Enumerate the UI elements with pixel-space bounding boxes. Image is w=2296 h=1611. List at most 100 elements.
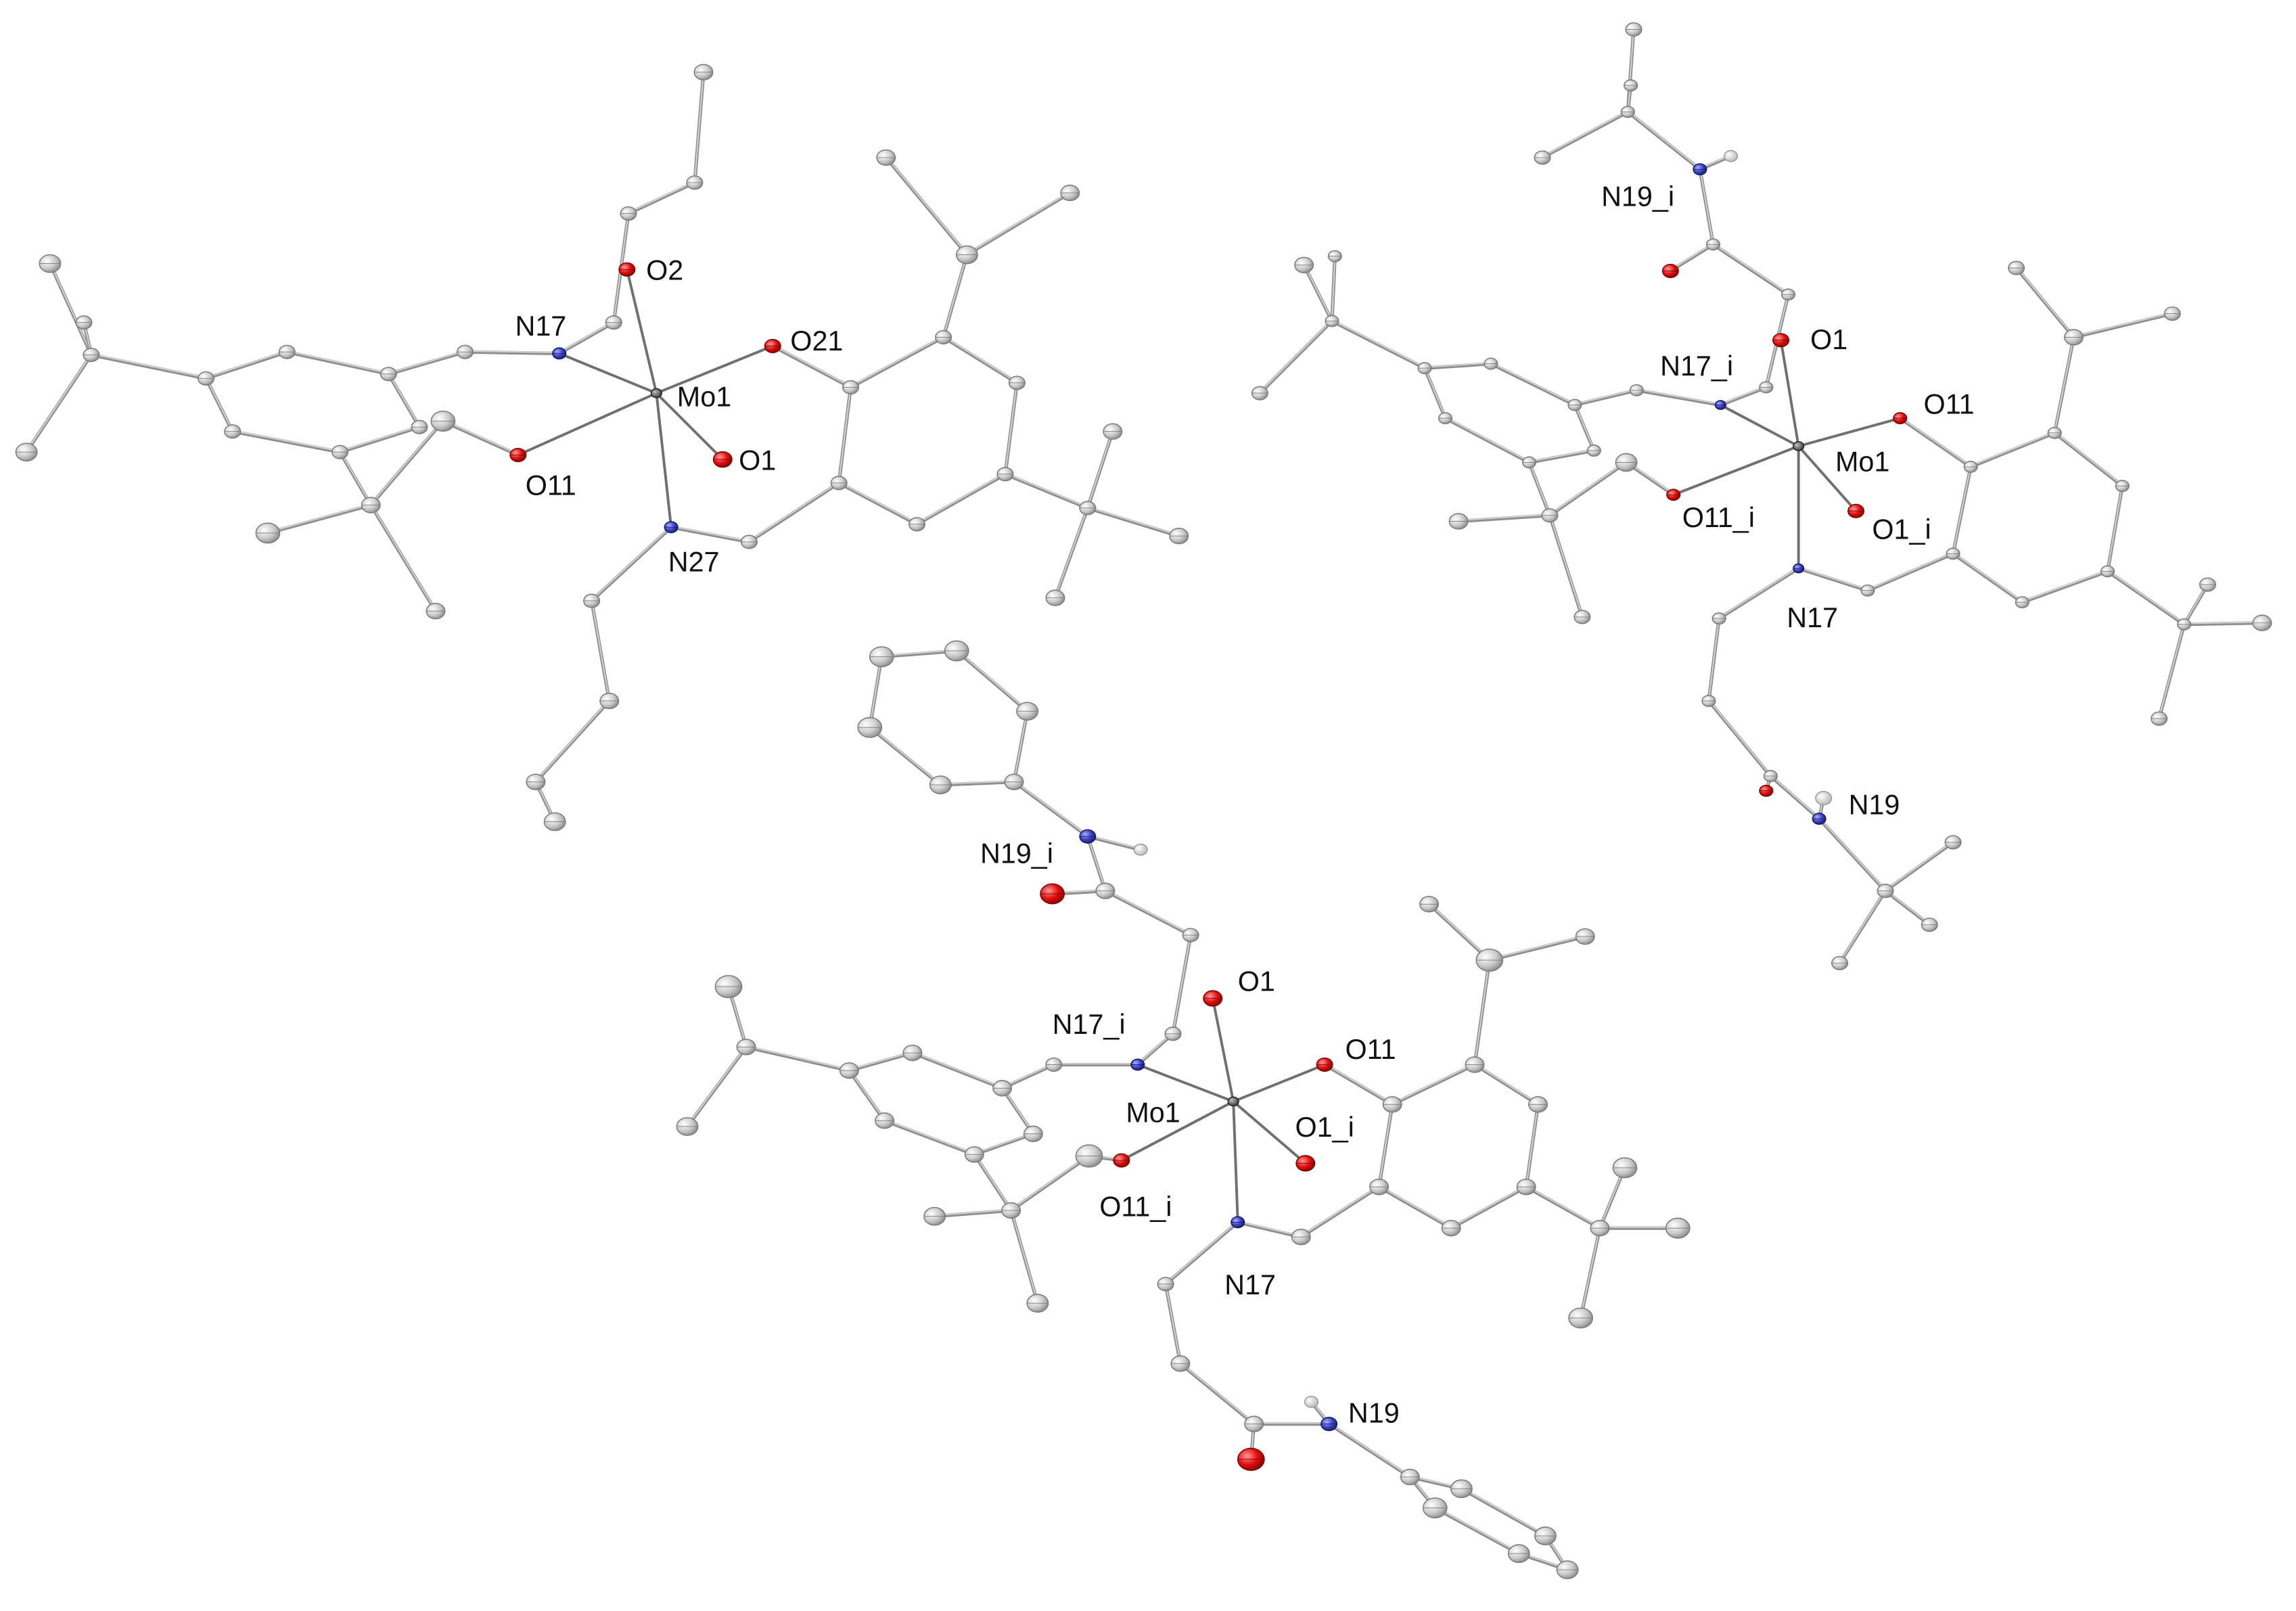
bond-highlight <box>838 481 918 524</box>
covalent-bond <box>955 649 1030 713</box>
bond-highlight <box>49 262 92 355</box>
covalent-bond <box>386 350 467 376</box>
mo-coordination-bond <box>557 352 658 395</box>
bond-highlight <box>1450 1185 1528 1228</box>
bond-highlight <box>1086 506 1180 536</box>
covalent-bond <box>1236 1220 1303 1239</box>
atom-label: N19 <box>1849 790 1900 821</box>
bond-highlight <box>1627 110 1701 169</box>
bond-highlight <box>885 156 968 255</box>
covalent-bond <box>557 321 616 355</box>
bond-highlight <box>1392 1063 1475 1104</box>
molybdenum-atom <box>1227 1096 1239 1107</box>
bond-highlight <box>1707 616 1720 701</box>
bond-highlight <box>464 350 560 354</box>
covalent-bond <box>1164 1220 1240 1286</box>
bond-highlight <box>1490 362 1576 405</box>
atom-label: O11 <box>526 470 576 501</box>
mo-coordination-bond <box>1779 338 1800 448</box>
bond-highlight <box>670 525 750 542</box>
covalent-bond <box>1883 840 1955 893</box>
bond-highlight <box>591 599 610 701</box>
bond-highlight <box>2073 312 2174 338</box>
bond-highlight <box>911 1051 1003 1089</box>
covalent-bond <box>915 472 1007 526</box>
bond-highlight <box>1428 903 1490 960</box>
bond-highlight <box>966 191 1071 255</box>
covalent-bond <box>266 503 373 535</box>
mo-coordination-bond <box>1797 445 1858 513</box>
bond-highlight <box>205 377 233 432</box>
bond-highlight <box>1718 566 1799 618</box>
bond-highlight <box>1324 1063 1394 1104</box>
covalent-bond <box>1797 566 1870 593</box>
bond-highlight <box>1474 1063 1539 1104</box>
bond-highlight <box>1797 566 1868 591</box>
bond-highlight <box>442 419 519 455</box>
covalent-bond <box>1718 385 1768 407</box>
covalent-bond <box>1003 472 1090 510</box>
covalent-bond <box>2052 431 2124 488</box>
covalent-bond <box>1488 934 1587 962</box>
bond-highlight <box>1542 110 1629 158</box>
bond-highlight <box>1636 388 1722 405</box>
bond-highlight <box>1885 840 1954 891</box>
hydrogen-atom <box>1133 843 1148 856</box>
covalent-bond <box>771 344 853 390</box>
covalent-bond <box>1459 1487 1548 1538</box>
bond-highlight <box>2054 336 2075 433</box>
covalent-bond <box>2020 569 2110 604</box>
atom-label: N19_i <box>1601 181 1674 212</box>
covalent-bond <box>1573 388 1638 407</box>
bond-highlight <box>2107 484 2123 572</box>
covalent-bond <box>1883 889 1931 927</box>
covalent-bond <box>1951 551 2024 604</box>
bond-highlight <box>339 425 421 452</box>
bond-highlight <box>1378 1103 1394 1187</box>
bond-highlight <box>2015 266 2075 338</box>
bond-highlight <box>1179 1362 1255 1424</box>
bond-highlight <box>942 336 1018 383</box>
bond-highlight <box>370 503 436 611</box>
covalent-bond <box>1136 1032 1175 1067</box>
mo-coordination-bond <box>655 392 673 529</box>
covalent-bond <box>932 1208 1013 1219</box>
mo-coordination-bond <box>1232 1063 1327 1103</box>
bond-highlight <box>558 321 615 354</box>
covalent-bond <box>1103 889 1193 937</box>
bond-highlight <box>942 253 968 338</box>
atom-label: O1 <box>1238 966 1275 997</box>
bond-highlight <box>370 419 444 505</box>
covalent-bond <box>879 649 959 659</box>
atom-label: O11 <box>1924 389 1975 420</box>
bond-highlight <box>2054 431 2123 486</box>
atom-label: Mo1 <box>677 382 731 413</box>
bond-highlight <box>1004 472 1088 508</box>
bond-highlight <box>2183 621 2263 625</box>
covalent-bond <box>1433 1506 1521 1556</box>
bond-highlight <box>1580 1226 1601 1318</box>
bond-highlight <box>1331 319 1425 368</box>
hydrogen-atom <box>1724 150 1739 162</box>
covalent-bond <box>1524 1185 1602 1230</box>
bond-highlight <box>205 350 288 379</box>
molybdenum-atom <box>1793 441 1805 451</box>
mo-coordination-bond <box>655 344 775 395</box>
covalent-bond <box>868 725 942 787</box>
covalent-bond <box>1969 431 2057 469</box>
bond-highlight <box>286 350 390 374</box>
bond-highlight <box>1001 1063 1055 1089</box>
bond-highlight <box>1461 1487 1546 1536</box>
bond-highlight <box>1707 699 1772 776</box>
bond-highlight <box>748 481 840 542</box>
covalent-bond <box>1456 514 1552 524</box>
atom-label: O1_i <box>1872 514 1931 545</box>
bond-highlight <box>1054 506 1088 598</box>
bond-highlight <box>1528 461 1551 516</box>
bond-highlight <box>838 386 852 483</box>
bond-highlight <box>1574 403 1595 451</box>
bond-highlight <box>745 1045 850 1070</box>
covalent-bond <box>669 525 752 544</box>
